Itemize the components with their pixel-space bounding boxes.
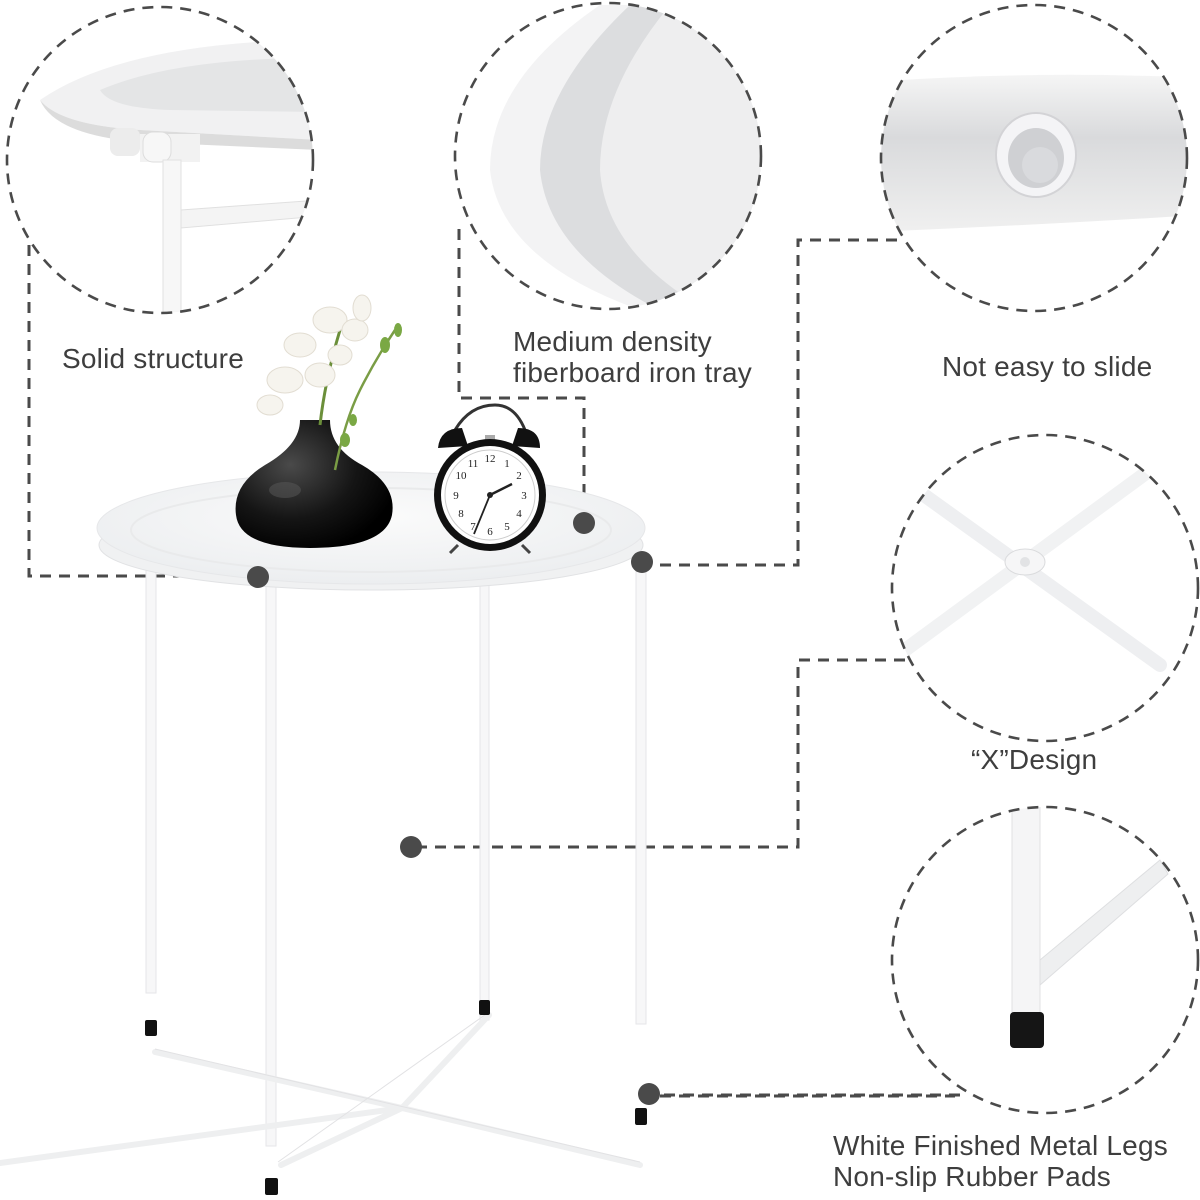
- clock-numeral: 12: [485, 453, 496, 465]
- caption-x-design: “X”Design: [971, 744, 1098, 775]
- clock-numeral: 5: [504, 521, 510, 533]
- clock-numeral: 6: [487, 526, 493, 538]
- leader-tray: [457, 229, 586, 520]
- clock-numeral: 4: [516, 508, 522, 520]
- leader-x-design: [420, 658, 905, 849]
- clock-numeral: 11: [468, 458, 479, 470]
- clock-numeral: 3: [521, 490, 527, 502]
- vase-with-flowers: [235, 294, 402, 548]
- leader-not-easy-to-slide: [650, 238, 897, 567]
- clock-numeral: 1: [504, 458, 510, 470]
- clock-numeral: 8: [458, 508, 464, 520]
- caption-tray-line-2: fiberboard iron tray: [513, 357, 753, 388]
- detail-circle-x-design: [890, 433, 1200, 743]
- dot-x-design: [400, 836, 422, 858]
- clock-numeral: 2: [516, 470, 522, 482]
- dot-legs: [638, 1083, 660, 1105]
- clock-numeral: 10: [456, 470, 468, 482]
- clock-numeral: 7: [470, 521, 476, 533]
- caption-legs-line-1: White Finished Metal Legs: [833, 1130, 1168, 1161]
- leader-dots: [247, 512, 660, 1105]
- alarm-clock: 12 1 2 3 4 5 6 7 8 9 10 11: [434, 403, 546, 555]
- detail-circle-not-easy-to-slide: [879, 3, 1189, 313]
- detail-circle-solid-structure: [5, 5, 315, 315]
- detail-circle-tray: [453, 1, 763, 311]
- side-table: [0, 471, 647, 1195]
- dot-not-easy-to-slide: [631, 551, 653, 573]
- caption-legs-line-2: Non-slip Rubber Pads: [833, 1161, 1111, 1192]
- dot-solid-structure: [247, 566, 269, 588]
- caption-not-easy-to-slide: Not easy to slide: [942, 351, 1153, 382]
- caption-tray-line-1: Medium density: [513, 326, 712, 357]
- clock-numeral: 9: [453, 490, 459, 502]
- caption-solid-structure: Solid structure: [62, 343, 244, 374]
- dot-tray: [573, 512, 595, 534]
- detail-circle-legs: [890, 805, 1200, 1115]
